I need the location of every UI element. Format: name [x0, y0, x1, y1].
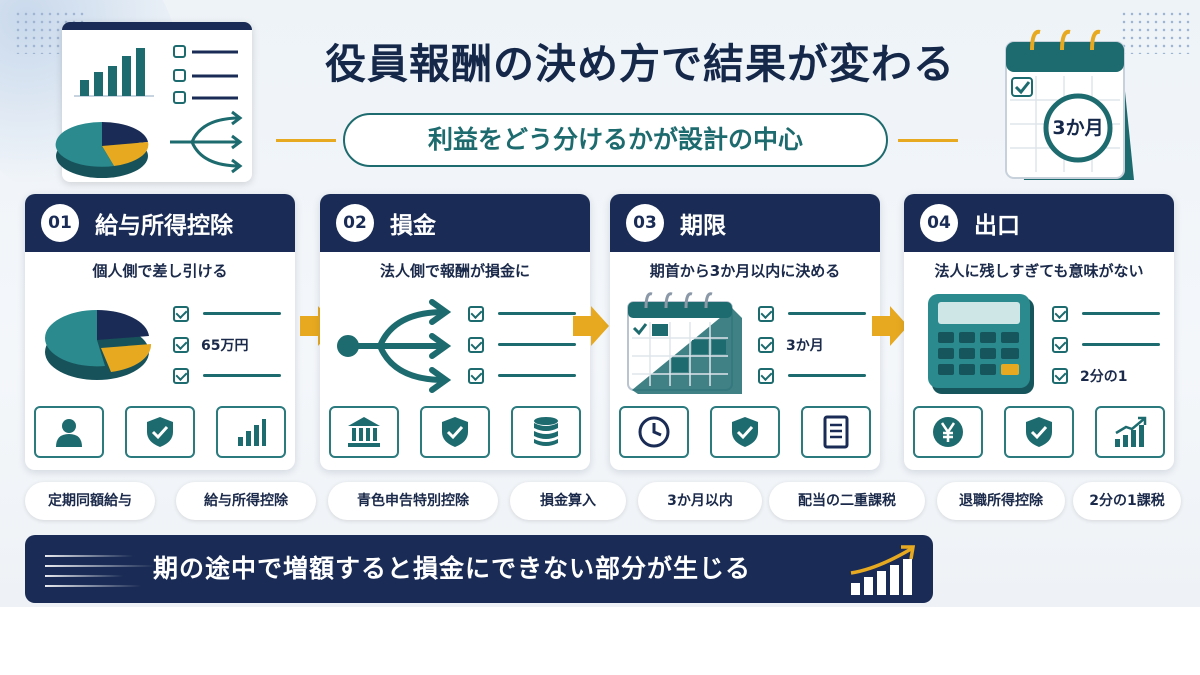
icon-row — [320, 406, 590, 458]
card-number: 01 — [41, 204, 79, 242]
check-value: 2分の1 — [1080, 368, 1128, 385]
card-exit: 04 出口 法人に残しすぎても意味がない 2分の1 — [904, 194, 1174, 470]
checklist: 3か月 — [758, 298, 870, 391]
card-description: 個人側で差し引ける — [92, 262, 228, 280]
checkbox-icon — [468, 336, 484, 353]
card-header: 02 損金 — [320, 194, 590, 252]
bank-icon — [329, 406, 399, 458]
card-deductible: 02 損金 法人側で報酬が損金に — [320, 194, 590, 470]
page-title: 役員報酬の決め方で結果が変わる — [325, 40, 955, 88]
calculator-icon — [928, 294, 1034, 394]
speed-line — [45, 565, 155, 567]
bottom-banner: 期の途中で増額すると損金にできない部分が生じる — [25, 535, 933, 603]
dot-pattern — [1120, 10, 1190, 54]
checklist: 2分の1 — [1052, 298, 1164, 391]
calendar-badge-label: 3か月 — [1052, 117, 1104, 139]
card-header: 04 出口 — [904, 194, 1174, 252]
checklist — [468, 298, 580, 391]
checkbox-icon — [173, 367, 189, 384]
card-number: 03 — [626, 204, 664, 242]
icon-row — [25, 406, 295, 458]
shield-check-icon — [710, 406, 780, 458]
yen-icon — [913, 406, 983, 458]
check-value: 65万円 — [201, 337, 249, 354]
banner-text: 期の途中で増額すると損金にできない部分が生じる — [153, 554, 752, 583]
divider-line — [276, 139, 336, 142]
keyword-tag: 給与所得控除 — [176, 482, 316, 520]
bar-chart-icon — [216, 406, 286, 458]
growth-chart-icon — [1095, 406, 1165, 458]
clock-icon — [619, 406, 689, 458]
keyword-tag: 退職所得控除 — [937, 482, 1065, 520]
document-icon — [801, 406, 871, 458]
infographic-canvas: 3か月 役員報酬の決め方で結果が変わる 利益をどう分けるかが設計の中心 01 給… — [0, 0, 1200, 607]
checkbox-icon — [758, 305, 774, 322]
branch-arrows-icon — [337, 299, 452, 393]
checkbox-icon — [1052, 305, 1068, 322]
keyword-tag: 青色申告特別控除 — [328, 482, 498, 520]
arrow-right-icon — [872, 306, 908, 346]
keyword-tag: 損金算入 — [510, 482, 626, 520]
card-description: 法人に残しすぎても意味がない — [934, 262, 1144, 280]
pie-chart-icon — [44, 309, 152, 380]
keyword-tag: 3か月以内 — [638, 482, 762, 520]
speed-line — [45, 585, 141, 587]
card-description: 期首から3か月以内に決める — [649, 262, 841, 280]
card-header: 03 期限 — [610, 194, 880, 252]
checkbox-icon — [758, 367, 774, 384]
shield-check-icon — [420, 406, 490, 458]
checkbox-icon — [173, 336, 189, 353]
card-title: 出口 — [974, 213, 1020, 239]
shield-check-icon — [1004, 406, 1074, 458]
speed-line — [45, 575, 123, 577]
card-title: 期限 — [680, 213, 726, 239]
icon-row — [904, 406, 1174, 458]
checkbox-icon — [173, 305, 189, 322]
divider-line — [898, 139, 958, 142]
person-icon — [34, 406, 104, 458]
card-number: 04 — [920, 204, 958, 242]
icon-row — [610, 406, 880, 458]
check-value: 3か月 — [786, 337, 824, 354]
card-number: 02 — [336, 204, 374, 242]
card-deadline: 03 期限 期首から3か月以内に決める 3か月 — [610, 194, 880, 470]
checkbox-icon — [468, 367, 484, 384]
checkbox-icon — [758, 336, 774, 353]
checkbox-icon — [468, 305, 484, 322]
shield-check-icon — [125, 406, 195, 458]
card-title: 給与所得控除 — [95, 213, 233, 239]
keyword-tag: 2分の1課税 — [1073, 482, 1181, 520]
keyword-tag: 配当の二重課税 — [769, 482, 925, 520]
keyword-tags: 定期同額給与 給与所得控除 青色申告特別控除 損金算入 3か月以内 配当の二重課… — [25, 482, 1181, 520]
calendar-icon — [1005, 29, 1134, 180]
card-salary-deduction: 01 給与所得控除 個人側で差し引ける 65万円 — [25, 194, 295, 470]
card-description: 法人側で報酬が損金に — [379, 262, 530, 280]
pie-chart-icon — [55, 121, 149, 178]
card-title: 損金 — [390, 213, 436, 239]
keyword-tag: 定期同額給与 — [25, 482, 155, 520]
rising-chart-icon — [850, 545, 916, 595]
speed-line — [45, 555, 133, 557]
calendar-icon — [627, 292, 742, 394]
checklist: 65万円 — [173, 298, 285, 391]
database-icon — [511, 406, 581, 458]
card-header: 01 給与所得控除 — [25, 194, 295, 252]
checkbox-icon — [1052, 336, 1068, 353]
arrow-right-icon — [573, 306, 609, 346]
checkbox-icon — [1052, 367, 1068, 384]
subtitle: 利益をどう分けるかが設計の中心 — [343, 113, 888, 167]
